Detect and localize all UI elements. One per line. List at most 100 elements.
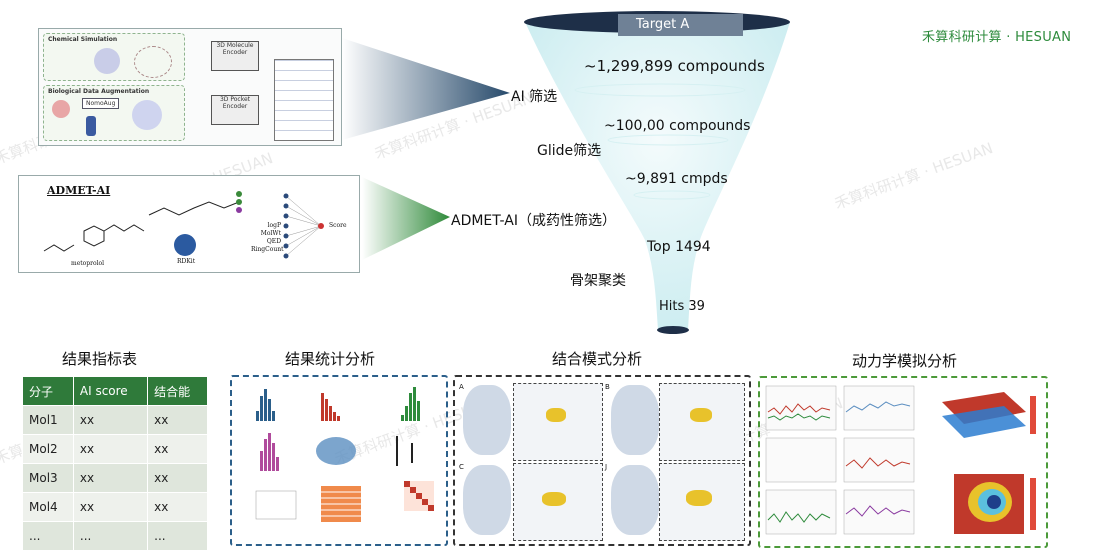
rdkit-icon bbox=[174, 234, 196, 256]
similarity-matrix bbox=[274, 59, 334, 141]
protein-icon bbox=[132, 100, 162, 130]
neural-network bbox=[283, 193, 324, 259]
cell-molecule: ... bbox=[22, 521, 74, 551]
brand-label: 禾算科研计算 · HESUAN bbox=[922, 30, 1072, 45]
cell-molecule: Mol3 bbox=[22, 463, 74, 493]
cell-ai-score: xx bbox=[72, 405, 149, 435]
stage-admet: ADMET-AI（成药性筛选） bbox=[451, 213, 616, 229]
molecule-graph bbox=[148, 191, 242, 216]
pocket-zoom-a bbox=[513, 383, 603, 461]
binding-letter-c: C bbox=[459, 463, 464, 471]
admet-title: ADMET-AI bbox=[47, 184, 111, 197]
rdkit-label: RDKit bbox=[177, 258, 196, 265]
ai-screening-panel: Chemical Simulation Biological Data Augm… bbox=[38, 28, 342, 146]
ai-arrow bbox=[342, 38, 510, 140]
histogram-blue bbox=[256, 389, 275, 421]
property-list: logP MolWt QED RingCount bbox=[251, 222, 284, 254]
binding-letter-b: B bbox=[605, 383, 610, 391]
funnel-count-1: ~1,299,899 compounds bbox=[584, 57, 765, 75]
binding-panel: A B C J bbox=[453, 375, 751, 546]
binding-title: 结合模式分析 bbox=[552, 350, 643, 368]
free-energy-surface bbox=[942, 392, 1036, 438]
protein-structure-j bbox=[611, 465, 659, 535]
protein-structure-b bbox=[611, 385, 659, 455]
cell-binding-energy: xx bbox=[147, 434, 208, 464]
score-label: Score bbox=[329, 222, 347, 229]
stats-panel bbox=[230, 375, 448, 546]
binding-letter-j: J bbox=[605, 463, 608, 471]
funnel-count-3: ~9,891 cmpds bbox=[625, 171, 728, 187]
funnel-bottom bbox=[657, 326, 689, 334]
result-table: 分子 AI score 结合能 Mol1 xx xx Mol2 xx xx Mo… bbox=[22, 376, 208, 551]
table-title: 结果指标表 bbox=[62, 350, 138, 368]
protein-structure-c bbox=[463, 465, 511, 535]
metoprolol-structure bbox=[43, 224, 145, 252]
table-row: Mol3 xx xx bbox=[22, 463, 208, 493]
cell-ai-score: xx bbox=[72, 463, 149, 493]
chemical-simulation-label: Chemical Simulation bbox=[48, 36, 118, 43]
database-icon bbox=[86, 116, 96, 136]
histogram-green bbox=[401, 387, 420, 421]
prop-qed: QED bbox=[266, 238, 281, 245]
molecule-name: metoprolol bbox=[71, 260, 105, 267]
pocket-icon bbox=[52, 100, 70, 118]
stage-glide: Glide筛选 bbox=[537, 143, 602, 159]
ligand-icon bbox=[690, 408, 712, 422]
binding-letter-a: A bbox=[459, 383, 464, 391]
cell-ai-score: ... bbox=[72, 521, 149, 551]
admet-arrow bbox=[362, 177, 450, 260]
funnel-shape bbox=[525, 13, 790, 330]
cell-binding-energy: xx bbox=[147, 492, 208, 522]
ligand-icon bbox=[686, 490, 712, 506]
prop-logp: logP bbox=[267, 222, 281, 229]
funnel-count-5: Hits 39 bbox=[659, 299, 705, 314]
stage-ai: AI 筛选 bbox=[511, 89, 558, 105]
table-row: Mol4 xx xx bbox=[22, 492, 208, 522]
pocket-zoom-c bbox=[513, 463, 603, 541]
cell-binding-energy: xx bbox=[147, 405, 208, 435]
header-molecule: 分子 bbox=[22, 376, 74, 406]
free-energy-landscape bbox=[954, 474, 1036, 534]
chemical-simulation-box: Chemical Simulation bbox=[43, 33, 185, 81]
stats-charts bbox=[255, 387, 434, 522]
prop-molwt: MolWt bbox=[260, 230, 281, 237]
pocket-zoom-b bbox=[659, 383, 745, 461]
cell-binding-energy: ... bbox=[147, 521, 208, 551]
conformer-icon bbox=[134, 46, 172, 78]
md-panel bbox=[758, 376, 1048, 548]
cell-molecule: Mol4 bbox=[22, 492, 74, 522]
md-title: 动力学模拟分析 bbox=[852, 352, 958, 370]
pocket-zoom-j bbox=[659, 463, 745, 541]
nomoaug-label: NomoAug bbox=[82, 98, 120, 109]
molecule-encoder-box: 3D Molecule Encoder bbox=[211, 41, 259, 71]
prop-ringcount: RingCount bbox=[251, 246, 284, 253]
cell-binding-energy: xx bbox=[147, 463, 208, 493]
bio-augmentation-box: Biological Data Augmentation NomoAug bbox=[43, 85, 185, 141]
ligand-icon bbox=[546, 408, 566, 422]
bio-augmentation-label: Biological Data Augmentation bbox=[48, 88, 150, 95]
protein-structure-a bbox=[463, 385, 511, 455]
header-binding-energy: 结合能 bbox=[147, 376, 208, 406]
cell-ai-score: xx bbox=[72, 492, 149, 522]
md-charts bbox=[765, 385, 1036, 535]
table-header-row: 分子 AI score 结合能 bbox=[22, 376, 208, 406]
stage-cluster: 骨架聚类 bbox=[570, 273, 626, 289]
funnel-top-label: Target A bbox=[618, 14, 743, 36]
table-row: Mol1 xx xx bbox=[22, 405, 208, 435]
histogram-red bbox=[321, 393, 340, 421]
cell-molecule: Mol1 bbox=[22, 405, 74, 435]
header-ai-score: AI score bbox=[72, 376, 149, 406]
stats-title: 结果统计分析 bbox=[285, 350, 376, 368]
funnel-count-4: Top 1494 bbox=[647, 239, 711, 255]
scatter-cloud bbox=[316, 437, 356, 465]
molecule-icon bbox=[94, 48, 120, 74]
funnel-count-2: ~100,00 compounds bbox=[604, 118, 751, 134]
cell-molecule: Mol2 bbox=[22, 434, 74, 464]
histogram-purple bbox=[260, 433, 279, 471]
table-row: Mol2 xx xx bbox=[22, 434, 208, 464]
correlation-heatmap bbox=[404, 481, 434, 511]
cell-ai-score: xx bbox=[72, 434, 149, 464]
ligand-icon bbox=[542, 492, 566, 506]
admet-panel: ADMET-AI metoprolol RDKit logP MolWt QED… bbox=[18, 175, 360, 273]
table-row: ... ... ... bbox=[22, 521, 208, 551]
